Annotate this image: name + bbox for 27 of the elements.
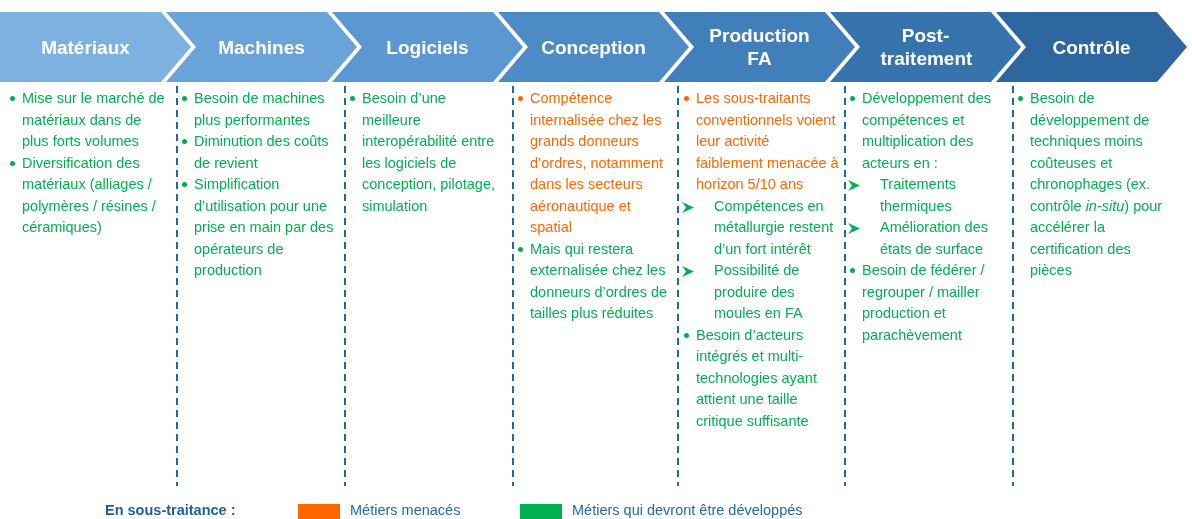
legend-heading: En sous-traitance : (105, 502, 236, 518)
bullet-text: Compétences en métallurgie restent d’un fort intérêt (714, 197, 834, 257)
bullet-text: Amélioration des états de surface (880, 219, 988, 257)
step-title: Production FA (708, 24, 811, 70)
step-title: Post-traitement (880, 24, 971, 70)
bullet-text: Diminution des coûts de revient (194, 133, 329, 171)
bullet-text: Possibilité de produire des moules en FA (714, 262, 803, 321)
bullet-text: Compétence internalisée chez les grands donneurs d’ordres, notamment dans les secteurs aéronautique et spatial (530, 90, 663, 235)
step-title: Machines (217, 35, 306, 59)
legend-label: Métiers menacés (350, 502, 461, 518)
bullet-text: Besoin de développement de techniques moins coûteuses et chronophages (ex. contrôle in-situ) pour accélérer la certification des pièces (1030, 90, 1163, 278)
step-title: Conception (540, 35, 647, 59)
step-title: Logiciels (385, 35, 470, 59)
bullet-text: Besoin de fédérer / regrouper / mailler production et parachèvement (862, 262, 985, 343)
legend-label: Métiers qui devront être développés (572, 502, 803, 518)
bullet-text: Traitements thermiques (880, 176, 956, 214)
bullet-text: Besoin d’une meilleure interopérabilité entre les logiciels de conception, pilotage, simulation (362, 90, 495, 214)
bullet-text: Besoin d’acteurs intégrés et multi-technologies ayant attient une taille critique suffisante (696, 326, 817, 429)
step-title: Matériaux (40, 35, 131, 59)
step-title: Contrôle (1051, 35, 1132, 59)
bullet-text: Les sous-traitants conventionnels voient leur activité faiblement menacée à horizon 5/10 ans (696, 90, 839, 192)
bullet-text: Mais qui restera externalisée chez les donneurs d’ordres de tailles plus réduites (530, 240, 668, 321)
bullet-text: Mise sur le marché de matériaux dans de plus forts volumes (22, 90, 165, 149)
bullet-text: Simplification d’utilisation pour une prise en main par des opérateurs de production (194, 176, 334, 278)
bullet-text: Diversification des matériaux (alliages / polymères / résines / céramiques) (22, 154, 156, 235)
bullet-text: Besoin de machines plus performantes (194, 90, 325, 128)
bullet-text: Développement des compétences et multiplication des acteurs en : (862, 90, 991, 171)
